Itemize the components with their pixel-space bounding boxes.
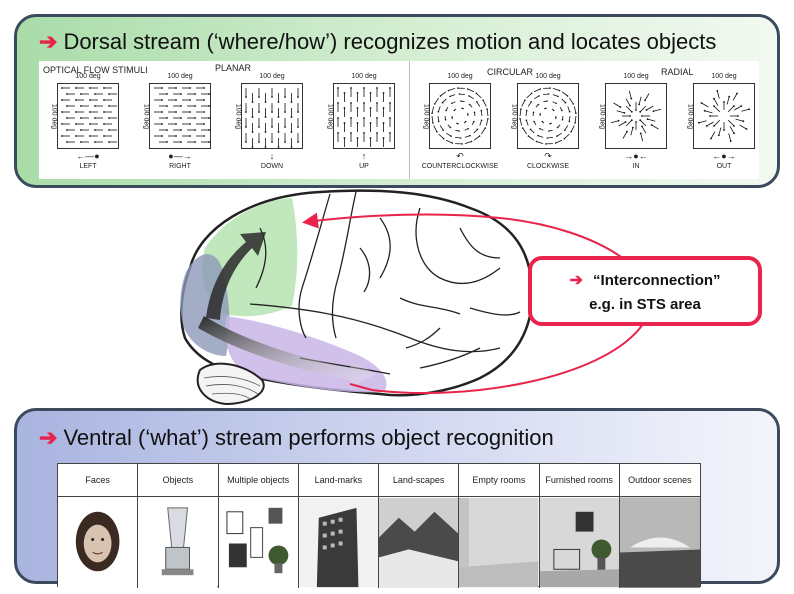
optical-flow-figure: OPTICAL FLOW STIMULI PLANAR CIRCULAR RAD… (39, 61, 759, 179)
category-image (138, 497, 218, 588)
category-label: Multiple objects (218, 464, 298, 497)
category-image (218, 497, 298, 588)
stimulus-ccw (429, 83, 491, 149)
group-circular: CIRCULAR (487, 67, 534, 77)
category-label: Furnished rooms (539, 464, 619, 497)
callout-line1-text: “Interconnection” (593, 272, 721, 289)
dorsal-heading-text: Dorsal stream (‘where/how’) recognizes m… (63, 29, 717, 54)
group-radial: RADIAL (661, 67, 694, 77)
scale-label: 100 deg (447, 73, 473, 80)
stimulus-label: LEFT (79, 163, 97, 170)
category-1: Objects (138, 464, 219, 588)
direction-right-icon: ●—→ (168, 151, 192, 161)
scale-label: 100 deg (75, 73, 101, 80)
brain-diagram (180, 189, 652, 406)
stimulus-down (241, 83, 303, 149)
category-label: Objects (138, 464, 218, 497)
interconnection-callout: ➔ “Interconnection” e.g. in STS area (528, 256, 762, 326)
category-image (619, 497, 700, 588)
category-image (298, 497, 378, 588)
arrow-right-icon: ➔ (39, 29, 58, 54)
category-5: Empty rooms (459, 464, 540, 588)
stimulus-label: OUT (716, 163, 732, 170)
category-label: Outdoor scenes (619, 464, 700, 497)
stimulus-label: RIGHT (169, 163, 191, 170)
category-image (459, 497, 539, 588)
scale-label: 100 deg (535, 73, 561, 80)
category-4: Land-scapes (379, 464, 460, 588)
direction-up-icon: ↑ (361, 151, 367, 161)
callout-line1: ➔ “Interconnection” (532, 270, 758, 290)
stimulus-cw (517, 83, 579, 149)
scale-label: 100 deg (259, 73, 285, 80)
ventral-stream-arrow (198, 316, 376, 388)
stimulus-label: IN (632, 163, 640, 170)
scale-label: 100 deg (351, 73, 377, 80)
direction-in-icon: →●← (624, 151, 648, 161)
ventral-heading: ➔ Ventral (‘what’) stream performs objec… (39, 425, 554, 451)
category-7: Outdoor scenes (619, 464, 700, 588)
category-label: Land-scapes (379, 464, 459, 497)
dorsal-heading: ➔ Dorsal stream (‘where/how’) recognizes… (39, 29, 716, 55)
scale-label: 100 deg (167, 73, 193, 80)
category-0: Faces (58, 464, 139, 588)
group-divider (409, 61, 410, 179)
stimulus-label: CLOCKWISE (526, 163, 569, 170)
group-planar: PLANAR (215, 63, 252, 73)
category-image (539, 497, 619, 588)
category-3: Land-marks (298, 464, 379, 588)
stimulus-left (57, 83, 119, 149)
stimulus-label: COUNTERCLOCKWISE (421, 163, 499, 170)
stimulus-in (605, 83, 667, 149)
category-label: Land-marks (298, 464, 378, 497)
arrow-right-icon: ➔ (569, 272, 583, 289)
direction-cw-icon: ↷ (544, 151, 552, 161)
direction-ccw-icon: ↶ (456, 151, 464, 161)
stimulus-label: DOWN (260, 163, 284, 170)
category-image (58, 497, 138, 588)
direction-down-icon: ↓ (269, 151, 275, 161)
scale-label: 100 deg (711, 73, 737, 80)
category-label: Faces (58, 464, 138, 497)
category-6: Furnished rooms (539, 464, 620, 588)
dorsal-stream-panel: ➔ Dorsal stream (‘where/how’) recognizes… (14, 14, 780, 188)
direction-left-icon: ←—● (76, 151, 100, 161)
callout-line2: e.g. in STS area (589, 296, 701, 313)
ventral-heading-text: Ventral (‘what’) stream performs object … (63, 425, 554, 450)
scale-label: 100 deg (623, 73, 649, 80)
category-label: Empty rooms (459, 464, 539, 497)
stimulus-out (693, 83, 755, 149)
brain-sulci (249, 191, 521, 375)
dorsal-stream-arrow (206, 232, 266, 320)
stimulus-label: UP (359, 163, 369, 170)
arrow-right-icon: ➔ (39, 425, 58, 450)
stimulus-right (149, 83, 211, 149)
stimulus-up (333, 83, 395, 149)
figure-title: OPTICAL FLOW STIMULI (43, 65, 148, 75)
category-image (379, 497, 459, 588)
direction-out-icon: ←●→ (712, 151, 736, 161)
ventral-stream-panel: ➔ Ventral (‘what’) stream performs objec… (14, 408, 780, 588)
category-2: Multiple objects (218, 464, 299, 588)
